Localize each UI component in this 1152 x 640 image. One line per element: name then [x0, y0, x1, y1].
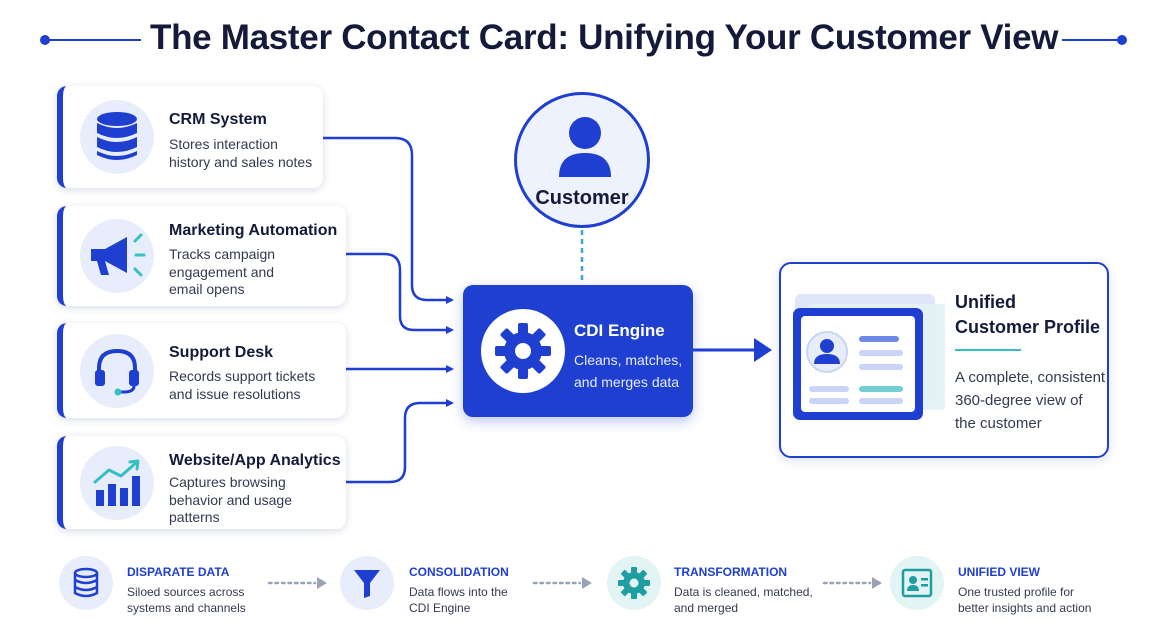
- source-icon-wrap: [80, 219, 154, 293]
- title-line-right: [1062, 39, 1122, 41]
- source-desc-line: history and sales notes: [169, 153, 313, 170]
- profile-title: Unified Customer Profile: [955, 290, 1100, 340]
- stage-desc-line: CDI Engine: [409, 601, 471, 615]
- stage-desc-line: Siloed sources across: [127, 585, 245, 599]
- title-row: The Master Contact Card: Unifying Your C…: [0, 18, 1152, 62]
- database-icon: [97, 112, 137, 160]
- stage-desc-line: better insights and action: [958, 601, 1092, 615]
- source-icon-wrap: [80, 446, 154, 520]
- stage-title: DISPARATE DATA: [127, 565, 230, 579]
- customer-label: Customer: [535, 187, 629, 209]
- profile-card-icon: [793, 294, 945, 420]
- source-title: Marketing Automation: [169, 222, 338, 239]
- source-card-analytics[interactable]: Website/App Analytics Captures browsing …: [57, 436, 346, 529]
- profile-desc-line: the customer: [955, 415, 1042, 432]
- profile-frame-icon: [901, 568, 933, 598]
- profile-desc: A complete, consistent 360-degree view o…: [955, 366, 1105, 435]
- stage-title: CONSOLIDATION: [409, 565, 509, 579]
- source-card-crm[interactable]: CRM System Stores interaction history an…: [57, 86, 323, 188]
- source-desc-line: engagement and: [169, 263, 275, 280]
- source-icon-wrap: [80, 334, 154, 408]
- connector-crm: [323, 136, 454, 304]
- source-desc: Tracks campaign engagement and email ope…: [169, 246, 275, 299]
- source-card-support[interactable]: Support Desk Records support tickets and…: [57, 323, 346, 418]
- source-desc-line: email opens: [169, 281, 245, 297]
- stage-desc-line: One trusted profile for: [958, 585, 1075, 599]
- engine-title: CDI Engine: [574, 321, 665, 340]
- gear-icon: [618, 567, 650, 599]
- source-desc-line: behavior and usage: [169, 491, 292, 508]
- engine-desc-line: and merges data: [574, 374, 680, 390]
- person-icon: [559, 117, 611, 177]
- stage-icon-disparate: [59, 556, 113, 610]
- unified-profile-card[interactable]: Unified Customer Profile A complete, con…: [779, 262, 1109, 458]
- source-title: CRM System: [169, 111, 267, 128]
- stage-desc: One trusted profile for better insights …: [958, 584, 1091, 616]
- stage-desc-line: Data is cleaned, matched,: [674, 585, 813, 599]
- title-line-left: [45, 39, 141, 41]
- connector-profile-arrowhead: [754, 338, 772, 362]
- engine-icon-wrap: [481, 309, 565, 393]
- engine-desc-line: Cleans, matches,: [574, 352, 683, 368]
- headset-icon: [95, 348, 139, 396]
- connector-analytics: [346, 399, 454, 484]
- stage-icon-transformation: [607, 556, 661, 610]
- source-desc-line: Stores interaction: [169, 136, 278, 152]
- stage-desc-line: systems and channels: [127, 601, 246, 615]
- stage-desc-line: and merged: [674, 601, 739, 615]
- source-desc: Captures browsing behavior and usage pat…: [169, 474, 292, 527]
- cdi-engine-node[interactable]: CDI Engine Cleans, matches, and merges d…: [463, 285, 693, 417]
- page-title: The Master Contact Card: Unifying Your C…: [150, 18, 1059, 57]
- profile-divider: [955, 349, 1021, 351]
- gear-icon: [495, 323, 551, 379]
- megaphone-icon: [91, 233, 146, 277]
- stage-arrow-1: [267, 577, 327, 589]
- stage-title: TRANSFORMATION: [674, 565, 788, 579]
- stage-desc: Siloed sources across systems and channe…: [127, 584, 246, 616]
- source-desc: Stores interaction history and sales not…: [169, 136, 312, 171]
- title-dot-right: [1117, 35, 1127, 45]
- stage-icon-unified: [890, 556, 944, 610]
- source-desc-line: Captures browsing: [169, 474, 286, 490]
- stage-title: UNIFIED VIEW: [958, 565, 1041, 579]
- source-icon-wrap: [80, 100, 154, 174]
- customer-node[interactable]: Customer: [514, 92, 650, 228]
- funnel-icon: [354, 570, 380, 598]
- source-desc: Records support tickets and issue resolu…: [169, 368, 315, 403]
- connector-marketing: [346, 252, 454, 334]
- profile-title-line: Customer Profile: [955, 317, 1101, 337]
- source-desc-line: Records support tickets: [169, 368, 316, 384]
- stage-desc: Data flows into the CDI Engine: [409, 584, 508, 616]
- stage-desc-line: Data flows into the: [409, 585, 508, 599]
- source-card-marketing[interactable]: Marketing Automation Tracks campaign eng…: [57, 206, 346, 306]
- engine-desc: Cleans, matches, and merges data: [574, 349, 682, 393]
- source-desc-line: and issue resolutions: [169, 385, 301, 402]
- source-desc-line: patterns: [169, 509, 220, 525]
- stage-desc: Data is cleaned, matched, and merged: [674, 584, 813, 616]
- analytics-chart-icon: [93, 459, 140, 506]
- profile-desc-line: A complete, consistent: [955, 369, 1106, 386]
- profile-desc-line: 360-degree view of: [955, 392, 1083, 409]
- stage-arrow-3: [822, 577, 882, 589]
- source-title: Website/App Analytics: [169, 452, 341, 469]
- database-icon: [73, 567, 99, 598]
- profile-title-line: Unified: [955, 292, 1016, 312]
- source-desc-line: Tracks campaign: [169, 246, 276, 262]
- stage-arrow-2: [532, 577, 592, 589]
- source-title: Support Desk: [169, 344, 274, 361]
- stage-icon-consolidation: [340, 556, 394, 610]
